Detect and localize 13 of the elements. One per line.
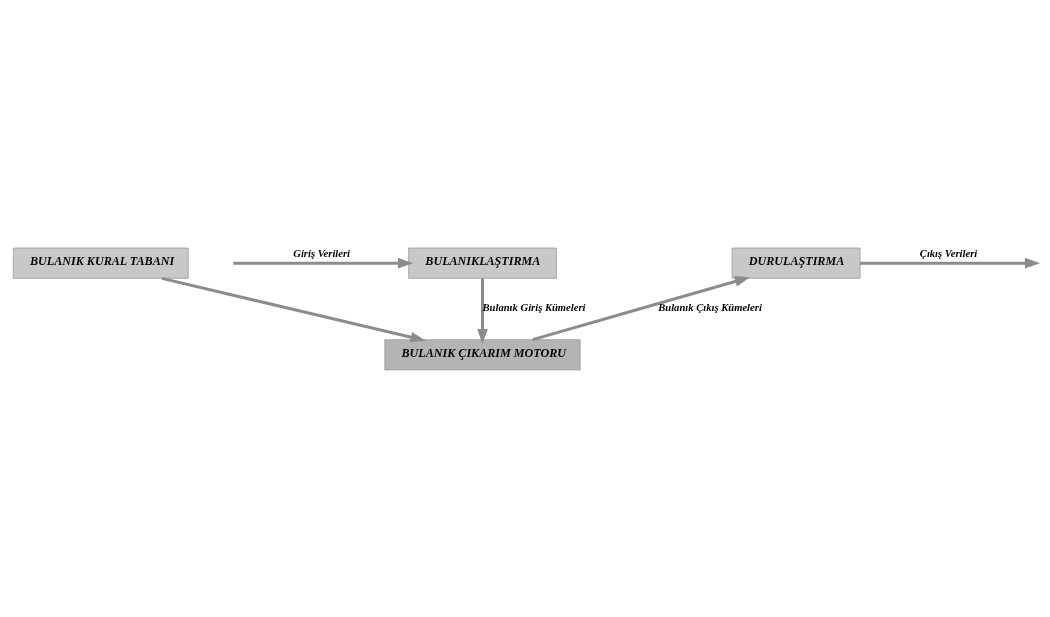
arrow — [233, 257, 414, 268]
arrow — [860, 257, 1041, 268]
edge-label: Giriş Verileri — [293, 247, 351, 259]
edge-label: Çıkış Verileri — [919, 247, 978, 259]
edge-label: Bulanık Çıkış Kümeleri — [658, 301, 762, 313]
node-box: BULANIKLAŞTIRMA — [408, 247, 557, 279]
arrow — [161, 276, 426, 342]
node-box: DURULAŞTIRMA — [731, 247, 861, 279]
arrow — [477, 277, 488, 344]
node-box: BULANIK ÇIKARIM MOTORU — [384, 338, 581, 370]
node-box: BULANIK KURAL TABANI — [12, 247, 189, 279]
arrow — [532, 275, 751, 341]
edge-label: Bulanık Giriş Kümeleri — [482, 301, 586, 313]
